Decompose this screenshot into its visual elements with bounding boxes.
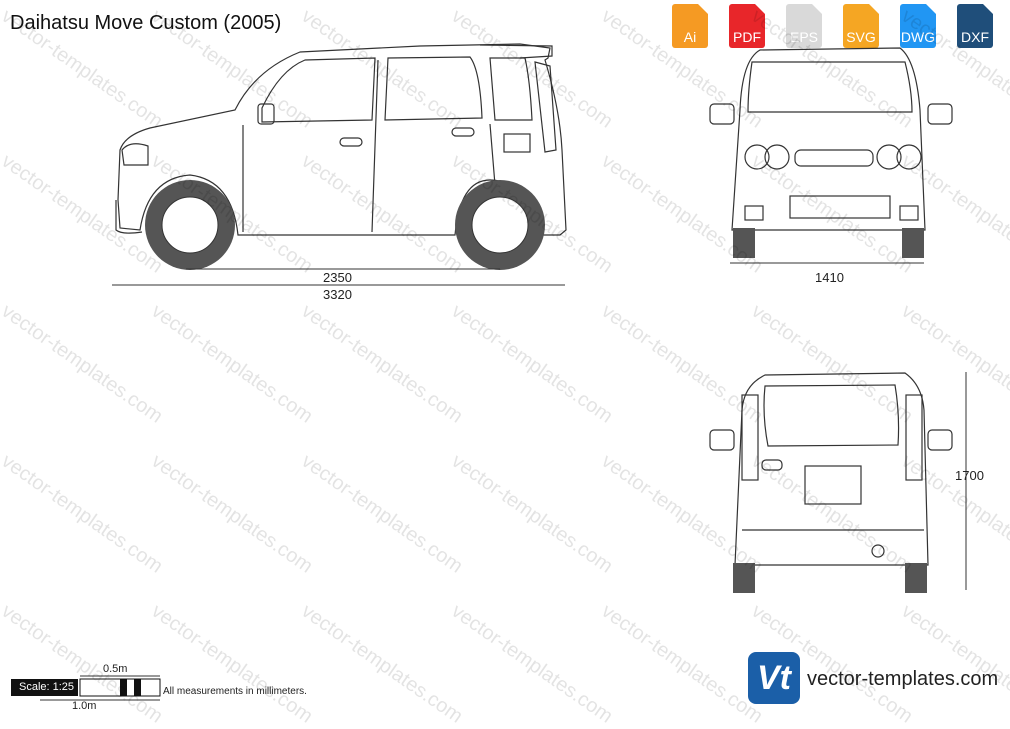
measurement-note: All measurements in millimeters. — [163, 686, 307, 697]
logo-text[interactable]: vector-templates.com — [807, 668, 999, 690]
left-headlight-outer — [744, 144, 770, 170]
format-pdf-button[interactable]: PDF — [725, 4, 769, 48]
rear-right-lamp — [905, 394, 923, 481]
rear-view — [709, 372, 953, 566]
front-body-outline — [731, 47, 926, 231]
rear-left-tire — [733, 563, 755, 593]
rear-right-tire — [905, 563, 927, 593]
door-lines — [242, 59, 496, 233]
right-headlight-outer — [896, 144, 922, 170]
rear-window — [763, 384, 900, 447]
logo-icon[interactable]: Vt — [748, 652, 800, 704]
format-label: DWG — [900, 29, 936, 45]
windshield — [747, 61, 913, 113]
right-fog-lamp — [899, 205, 919, 221]
format-dwg-button[interactable]: DWG — [896, 4, 940, 48]
quarter-window — [489, 57, 533, 121]
scale-bar — [40, 675, 161, 701]
rear-left-lamp — [741, 394, 759, 481]
format-eps-button[interactable]: EPS — [782, 4, 826, 48]
right-mirror — [927, 103, 953, 125]
side-dimensions — [112, 268, 565, 286]
front-view — [709, 47, 953, 231]
length-dimension: 3320 — [323, 287, 352, 302]
width-dimension: 1410 — [815, 270, 844, 285]
roof-spoiler — [479, 44, 553, 59]
format-label: SVG — [846, 29, 876, 45]
front-wheel-hub — [161, 196, 219, 254]
front-window — [261, 57, 376, 123]
format-svg-button[interactable]: SVG — [839, 4, 883, 48]
lower-grille — [789, 195, 891, 219]
front-right-tire — [902, 228, 924, 258]
rear-left-mirror — [709, 429, 735, 451]
rear-right-mirror — [927, 429, 953, 451]
side-mirror — [257, 103, 275, 125]
license-plate — [804, 465, 862, 505]
fuel-door — [503, 133, 531, 153]
scale-label: Scale: 1:25 — [11, 679, 78, 696]
format-label: DXF — [961, 29, 989, 45]
tailgate-handle — [761, 459, 783, 471]
format-label: Ai — [683, 29, 697, 45]
right-headlight-inner — [876, 144, 902, 170]
rear-window — [384, 56, 483, 121]
page-title: Daihatsu Move Custom (2005) — [10, 12, 282, 34]
rear-wheel-hub — [471, 196, 529, 254]
tail-lamp — [534, 61, 557, 153]
left-headlight-inner — [764, 144, 790, 170]
front-door-handle — [339, 137, 363, 147]
format-label: EPS — [789, 29, 818, 45]
front-left-tire — [733, 228, 755, 258]
format-dxf-button[interactable]: DXF — [953, 4, 997, 48]
grille — [794, 149, 874, 167]
rear-door-handle — [451, 127, 475, 137]
vehicle-drawings — [40, 43, 967, 701]
wheelbase-dimension: 2350 — [323, 270, 352, 285]
headlight — [121, 143, 149, 166]
scale-half-label: 0.5m — [103, 663, 128, 675]
left-mirror — [709, 103, 735, 125]
exhaust — [871, 544, 885, 558]
height-dimension: 1700 — [955, 468, 984, 483]
left-fog-lamp — [744, 205, 764, 221]
scale-full-label: 1.0m — [72, 700, 97, 712]
rear-body-outline — [734, 372, 929, 566]
format-ai-button[interactable]: Ai — [668, 4, 712, 48]
front-bumper — [115, 200, 143, 234]
format-label: PDF — [733, 29, 761, 45]
